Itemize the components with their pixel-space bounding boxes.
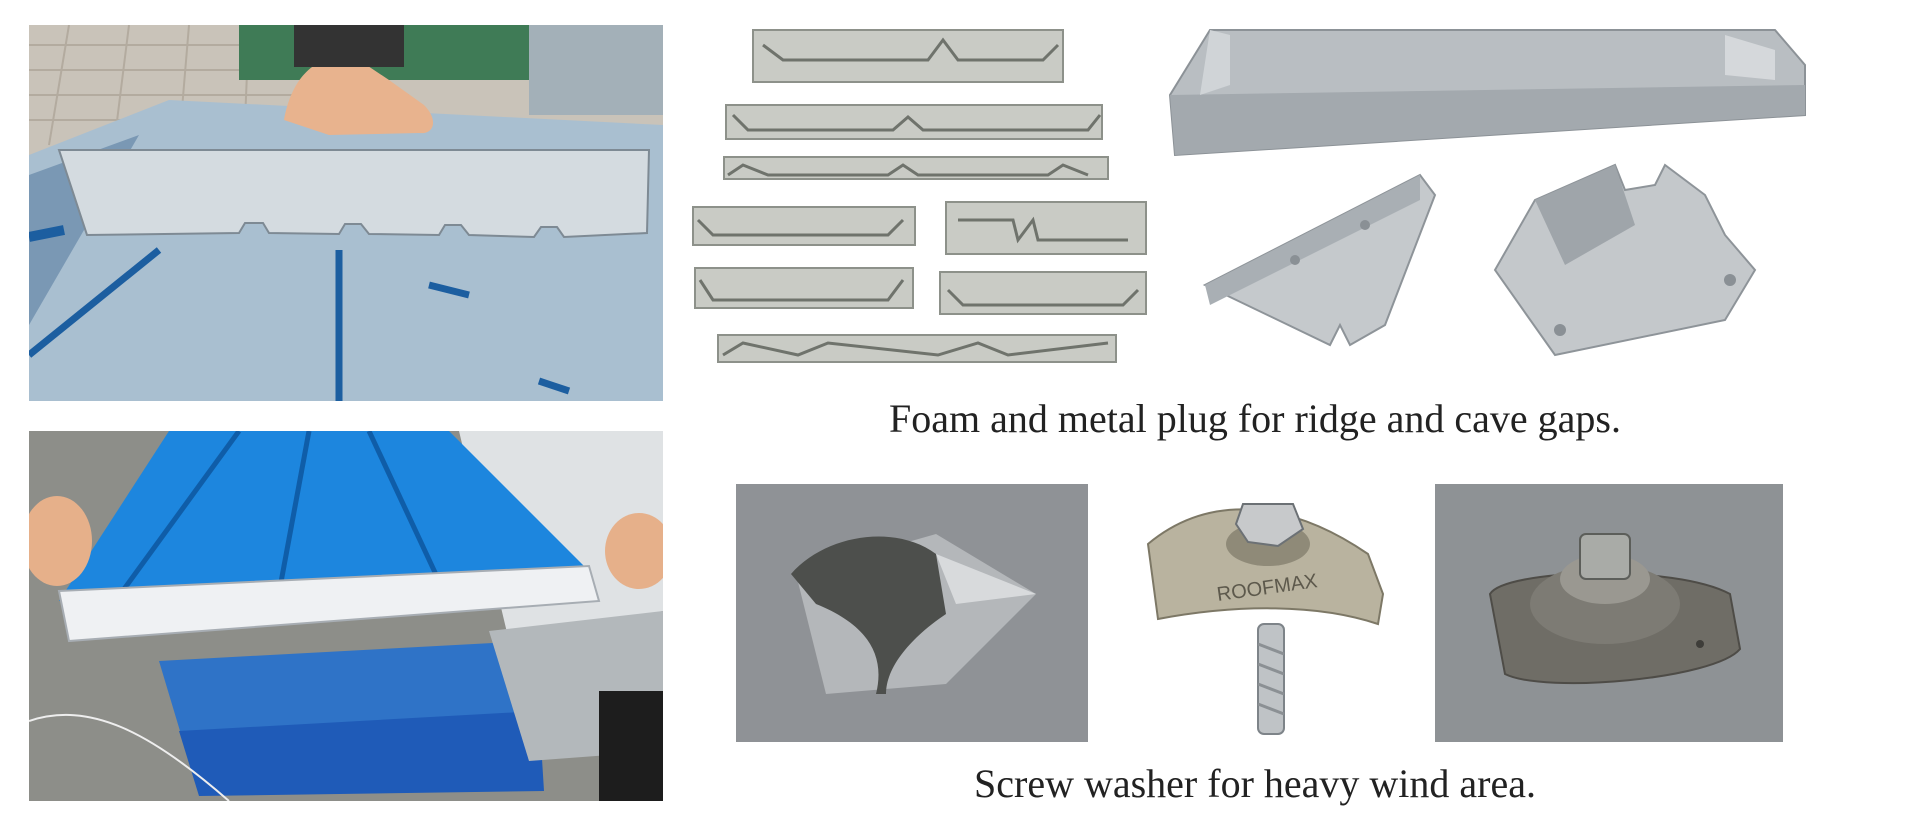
caption-foam-metal-plug: Foam and metal plug for ridge and cave g… (889, 396, 1621, 441)
photo-washer-closeup (1435, 484, 1783, 742)
photo-blue-panels (29, 431, 663, 801)
caption-screw-washer: Screw washer for heavy wind area. (974, 761, 1536, 806)
photo-washer-installed (736, 484, 1088, 742)
metal-bent-plugs (1165, 25, 1815, 365)
photo-roof-plug (29, 25, 663, 401)
metal-plug-strips (688, 25, 1148, 365)
product-screw-washer: ROOFMAX (1118, 484, 1418, 742)
